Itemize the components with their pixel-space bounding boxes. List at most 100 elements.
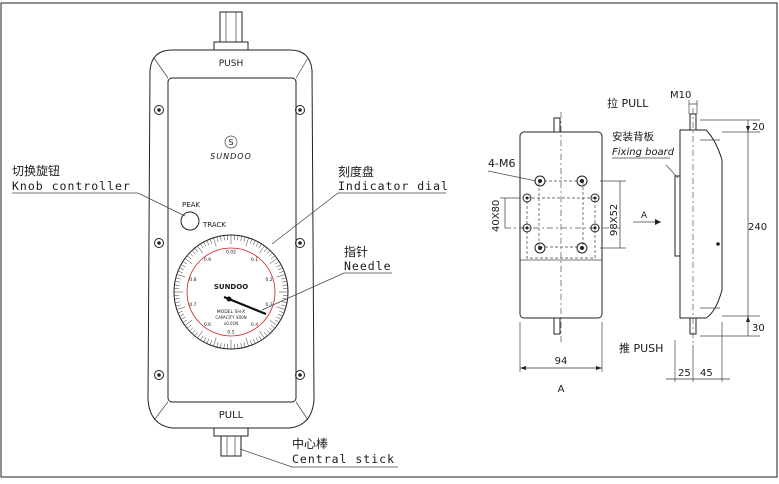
dial-tick: [282, 281, 287, 282]
dial-tick: [176, 278, 181, 279]
dial-label-en: Indicator dial: [338, 179, 449, 193]
dial-tick: [259, 336, 262, 340]
dial-tick: [213, 238, 216, 247]
dial-tick: [250, 239, 252, 244]
stick-label-en: Central stick: [292, 452, 395, 466]
central-stick: [221, 436, 241, 456]
dial-tick: [177, 307, 186, 310]
dial-tick: [275, 320, 279, 323]
knob-controller[interactable]: [181, 212, 199, 230]
dial-tick: [267, 250, 270, 254]
dial-number: 0.8: [189, 277, 196, 283]
dial-brand: SUNDOO: [214, 283, 248, 291]
dial-tick: [277, 307, 286, 310]
dial-tick: [270, 258, 277, 263]
dial-tick: [220, 236, 221, 241]
dim-20: 20: [752, 122, 765, 133]
dial-tick: [241, 236, 242, 241]
dial-tick: [210, 340, 212, 345]
dial-tick: [271, 325, 275, 328]
dial-tick: [278, 314, 283, 316]
track-label: TRACK: [202, 221, 226, 229]
dial-tick: [181, 317, 185, 319]
dial-tick: [207, 339, 209, 344]
svg-text:S: S: [228, 138, 233, 147]
dial-tick: [264, 332, 267, 336]
dial-tick: [195, 332, 198, 336]
dim-40x80: 40X80: [491, 200, 502, 232]
dial-tick: [178, 271, 183, 273]
dial-tick: [192, 330, 195, 334]
dial-tick: [267, 330, 270, 334]
dial-tick: [217, 342, 218, 347]
dial-tick: [278, 268, 283, 270]
dial-tick: [253, 339, 255, 344]
dim-45: 45: [700, 368, 713, 379]
dial-label-cn: 刻度盘: [338, 164, 374, 179]
brand-name: SUNDOO: [210, 152, 252, 161]
dial-tick: [277, 317, 281, 319]
dial-capacity: CAPACITY X00N: [215, 315, 246, 320]
dial-tick: [269, 253, 273, 256]
dial-tick: [224, 344, 225, 349]
dial-tick: [179, 268, 184, 270]
board-label-cn: 安装背板: [612, 130, 654, 143]
fixing-board: [675, 176, 680, 256]
dial-tick: [197, 331, 202, 338]
dial-tick: [195, 248, 198, 252]
dial-tick: [213, 338, 216, 347]
dial-tick: [200, 336, 203, 340]
dial-tick: [174, 285, 179, 286]
top-stick: [220, 12, 242, 42]
dial-number: 0.6: [204, 322, 211, 328]
dial-tick: [283, 285, 288, 286]
dial-tick: [183, 320, 187, 323]
dim-25: 25: [678, 368, 691, 379]
dim-240: 240: [748, 222, 767, 233]
dial-number: 0.7: [189, 302, 196, 308]
dial-tick: [183, 261, 187, 264]
needle-label-en: Needle: [344, 259, 392, 273]
push-label: PUSH: [219, 59, 244, 69]
dial-tick: [189, 253, 193, 256]
dial-tick: [175, 302, 180, 303]
dim-30: 30: [752, 323, 765, 334]
dial-tick: [270, 320, 277, 325]
dial-tick: [275, 261, 279, 264]
stick-label-cn: 中心棒: [292, 436, 328, 451]
side-view-body: [680, 130, 722, 318]
force-gauge: PUSH S SUNDOO PEAK TRACK 0.02 0.1 0.2 0.…: [148, 12, 314, 456]
dial-tick: [279, 311, 284, 313]
dial-number: 0.02: [226, 250, 236, 256]
dial-tick: [259, 244, 262, 248]
arrow-icon: [655, 219, 661, 225]
dial-tick: [210, 239, 212, 244]
dial-tick: [181, 265, 185, 267]
dial-tick: [200, 244, 203, 248]
dial-tick: [256, 338, 258, 342]
dial-tick: [259, 246, 264, 253]
dial-tick: [187, 256, 191, 259]
dial-tick: [271, 256, 275, 259]
dial-tick: [176, 305, 181, 306]
dial-tick: [259, 331, 264, 338]
view-arrow-label: A: [641, 211, 648, 221]
dial-tick: [187, 325, 191, 328]
dial-tick: [277, 265, 281, 267]
needle-label-cn: 指针: [344, 244, 368, 259]
dial-number: 0.4: [251, 322, 258, 328]
dial-tick: [238, 344, 239, 349]
dial-tick: [207, 240, 209, 245]
peak-label: PEAK: [182, 201, 200, 209]
dim-98x52: 98X52: [609, 204, 620, 236]
dial-tick: [241, 343, 242, 348]
board-label-en: Fixing board: [612, 147, 675, 158]
dial-tick: [264, 248, 267, 252]
dial-tick: [204, 242, 206, 246]
dial-tick: [197, 246, 202, 253]
pull-label: PULL: [219, 410, 244, 421]
dial-tick: [175, 281, 180, 282]
dial-tick: [179, 314, 184, 316]
dial-unit: x0.01N: [224, 321, 238, 326]
